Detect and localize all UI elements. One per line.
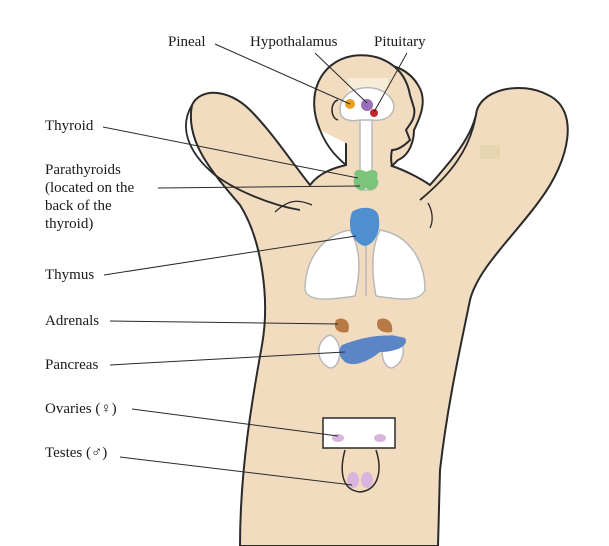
pituitary-label: Pituitary <box>374 34 426 50</box>
head-back-contour <box>319 129 347 166</box>
left-adrenal-gland <box>334 318 349 333</box>
thyroid-leader <box>102 126 359 179</box>
adrenals-label: Adrenals <box>45 313 100 329</box>
right-ovary <box>374 434 386 442</box>
genital-outline <box>341 449 380 493</box>
hypothalamus-gland <box>361 99 373 111</box>
ovaries-leader <box>131 408 339 437</box>
pituitary-gland <box>370 109 378 117</box>
body-outline <box>189 63 569 546</box>
thymus-leader <box>103 235 357 276</box>
adrenals-leader <box>109 320 339 325</box>
hypothalamus-leader <box>314 52 368 104</box>
chest-line-right <box>427 202 433 229</box>
parathyroids-label-line1: Parathyroids <box>45 162 121 178</box>
parathyroids-leader <box>157 185 361 189</box>
left-lung <box>304 229 360 300</box>
thyroid-gland <box>353 169 379 191</box>
thymus-gland <box>349 207 380 246</box>
pancreas-gland <box>339 335 406 365</box>
left-arm-contour <box>185 104 301 211</box>
pancreas-leader <box>109 351 346 366</box>
right-testis <box>361 472 373 488</box>
ovaries-label: Ovaries (♀) <box>45 401 117 417</box>
testes-leader <box>119 456 353 486</box>
right-adrenal-gland <box>377 318 393 333</box>
parathyroids-label-line3: back of the <box>45 198 112 214</box>
right-lung <box>371 229 426 300</box>
parathyroids-label-line4: thyroid) <box>45 216 94 232</box>
left-testis <box>347 472 359 488</box>
arm-highlight <box>480 145 500 159</box>
parathyroids-label-line2: (located on the <box>45 180 135 196</box>
ear <box>331 99 339 121</box>
chest-line-left <box>274 200 313 213</box>
hypothalamus-label: Hypothalamus <box>250 34 338 50</box>
pancreas-label: Pancreas <box>45 357 99 373</box>
left-kidney <box>318 334 341 369</box>
pituitary-leader <box>373 52 408 113</box>
pineal-leader <box>214 43 351 105</box>
parathyroids-label: Parathyroids (located on the back of the… <box>45 161 165 233</box>
pineal-label: Pineal <box>168 34 206 50</box>
thyroid-label: Thyroid <box>45 118 94 134</box>
right-arm-contour <box>419 114 477 201</box>
testes-label: Testes (♂) <box>45 445 108 461</box>
thymus-label: Thymus <box>45 267 95 283</box>
pelvis-frame <box>322 417 396 449</box>
